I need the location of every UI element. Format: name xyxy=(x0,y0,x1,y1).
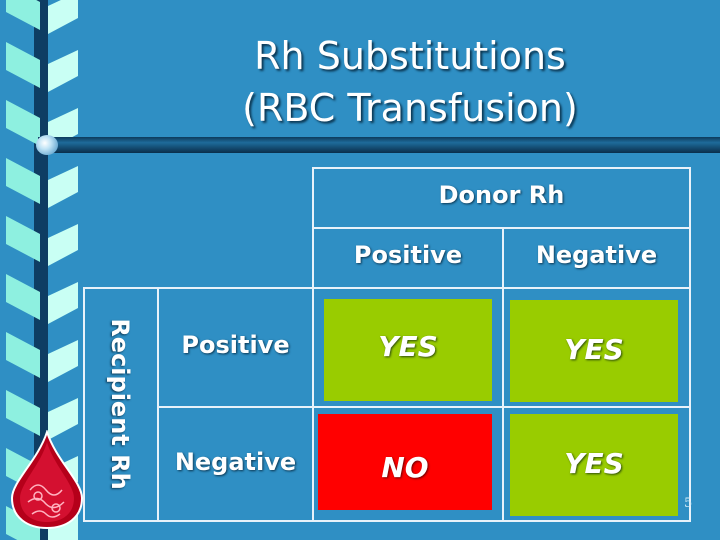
recipient-rh-label: Recipient Rh xyxy=(106,318,134,490)
ribbon-segment xyxy=(48,166,78,208)
ribbon-segment xyxy=(6,390,40,436)
title-divider-bar xyxy=(38,137,720,153)
slide-title: Rh Substitutions (RBC Transfusion) xyxy=(140,30,680,134)
blood-drop-logo xyxy=(10,430,84,530)
result-text-pos-neg: YES xyxy=(564,333,624,366)
ribbon-segment xyxy=(6,0,40,30)
ribbon-segment xyxy=(6,158,40,204)
ribbon-segment xyxy=(48,282,78,324)
ribbon-segment xyxy=(6,100,40,146)
cell-neg-neg xyxy=(502,406,691,522)
title-line-2: (RBC Transfusion) xyxy=(242,86,578,130)
ribbon-segment xyxy=(6,42,40,88)
column-positive-label: Positive xyxy=(353,241,463,269)
divider-knob xyxy=(36,135,58,155)
title-line-1: Rh Substitutions xyxy=(254,34,566,78)
ribbon-segment xyxy=(48,224,78,266)
donor-rh-header: Donor Rh xyxy=(438,181,565,209)
column-negative-label: Negative xyxy=(535,241,658,269)
ribbon-segment xyxy=(48,340,78,382)
ribbon-segment xyxy=(48,398,78,440)
page-number: 5 xyxy=(684,496,693,511)
ribbon-segment xyxy=(48,50,78,92)
result-box-pos-neg: YES xyxy=(510,300,678,402)
result-box-pos-pos: YES xyxy=(324,299,492,401)
row-negative-label: Negative xyxy=(174,448,297,476)
result-box-neg-neg: YES xyxy=(510,414,678,516)
result-box-neg-pos: NO xyxy=(318,414,492,510)
ribbon-segment xyxy=(48,0,78,34)
recipient-rh-header: Recipient Rh xyxy=(84,290,156,518)
ribbon-segment xyxy=(6,506,40,540)
result-text-pos-pos: YES xyxy=(378,330,438,363)
ribbon-segment xyxy=(6,332,40,378)
result-text-neg-neg: YES xyxy=(564,447,624,480)
ribbon-segment xyxy=(6,216,40,262)
result-text-neg-pos: NO xyxy=(381,451,429,484)
row-positive-label: Positive xyxy=(181,331,290,359)
ribbon-segment xyxy=(6,274,40,320)
